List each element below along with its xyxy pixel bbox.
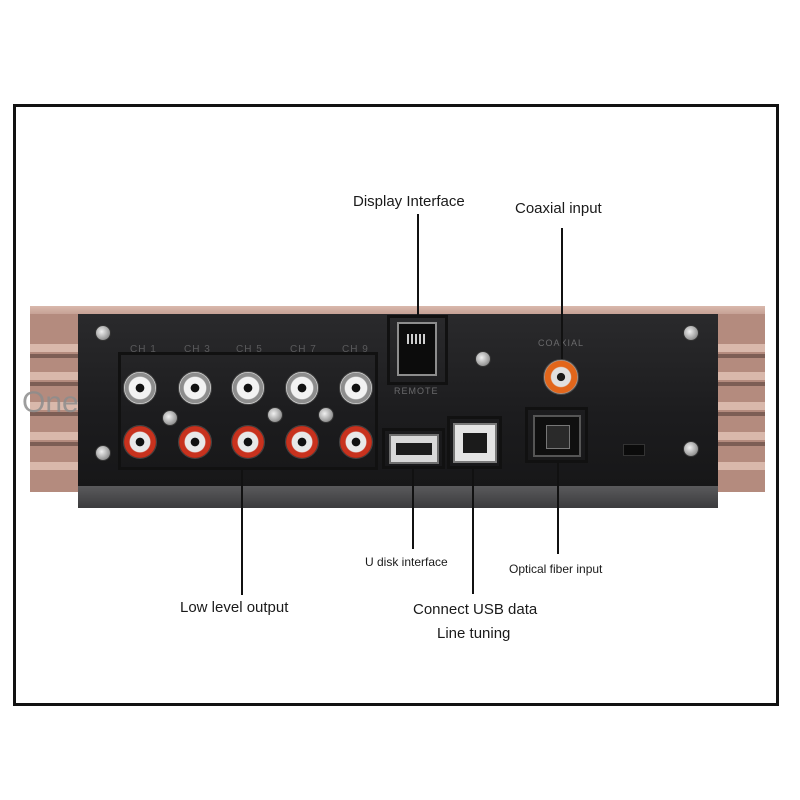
channel-label: CH 9	[342, 344, 369, 355]
usb-b-port[interactable]	[453, 423, 497, 463]
channel-label: CH 5	[236, 344, 263, 355]
connect-usb-data-label: Connect USB data	[413, 601, 538, 618]
heatsink-fin	[713, 402, 765, 410]
heatsink-fin	[713, 344, 765, 352]
small-switch[interactable]	[623, 444, 645, 456]
u-disk-interface-label: U disk interface	[365, 555, 448, 569]
rca-jack-red[interactable]	[231, 425, 265, 459]
rca-jack-red[interactable]	[178, 425, 212, 459]
channel-label: CH 7	[290, 344, 317, 355]
rca-jack-white[interactable]	[178, 371, 212, 405]
optical-input-port[interactable]	[533, 415, 581, 457]
low-level-output-leader	[241, 470, 243, 595]
heatsink-fin	[713, 462, 765, 470]
screw-icon	[95, 445, 111, 461]
heatsink-fin	[713, 412, 765, 416]
line-tuning-label: Line tuning	[437, 625, 511, 642]
watermark-text: One	[22, 386, 79, 419]
display-interface-port[interactable]	[397, 322, 437, 376]
heatsink-fin	[713, 382, 765, 386]
heatsink-fin	[713, 442, 765, 446]
right-heatsink	[713, 314, 765, 492]
heatsink-fin	[713, 432, 765, 440]
heatsink-fin	[30, 412, 82, 416]
usb-data-highlight	[447, 416, 502, 469]
rca-jack-white[interactable]	[285, 371, 319, 405]
coaxial-silk-label: COAXIAL	[538, 338, 584, 348]
display-interface-label: Display Interface	[353, 193, 465, 210]
heatsink-fin	[30, 344, 82, 352]
remote-silk-label: REMOTE	[394, 386, 439, 396]
screw-icon	[683, 325, 699, 341]
heatsink-fin	[30, 432, 82, 440]
coaxial-input-label: Coaxial input	[515, 200, 602, 217]
heatsink-fin	[30, 462, 82, 470]
usb-a-slot	[396, 443, 432, 455]
usb-b-slot	[463, 433, 487, 453]
rca-jack-red[interactable]	[285, 425, 319, 459]
display-interface-highlight	[387, 315, 448, 385]
u-disk-leader	[412, 469, 414, 549]
coaxial-input-jack[interactable]	[543, 359, 579, 395]
rca-jack-red[interactable]	[123, 425, 157, 459]
rca-jack-white[interactable]	[231, 371, 265, 405]
heatsink-fin	[30, 442, 82, 446]
rca-jack-red[interactable]	[339, 425, 373, 459]
optical-shutter	[546, 425, 570, 449]
screw-icon	[162, 410, 178, 426]
u-disk-highlight	[382, 428, 445, 469]
screw-icon	[683, 441, 699, 457]
rj-pins	[407, 334, 427, 344]
left-heatsink	[30, 314, 82, 492]
usb-a-port[interactable]	[389, 434, 439, 464]
optical-leader	[557, 463, 559, 554]
screw-icon	[475, 351, 491, 367]
channel-label: CH 3	[184, 344, 211, 355]
channel-label: CH 1	[130, 344, 157, 355]
display-interface-leader	[417, 214, 419, 315]
chassis-bottom-edge	[78, 486, 718, 508]
heatsink-fin	[30, 372, 82, 380]
screw-icon	[267, 407, 283, 423]
low-level-output-label: Low level output	[180, 599, 289, 616]
coaxial-leader	[561, 228, 563, 359]
rca-jack-white[interactable]	[123, 371, 157, 405]
heatsink-fin	[30, 382, 82, 386]
usb-data-leader	[472, 469, 474, 594]
heatsink-fin	[713, 354, 765, 358]
low-level-output-highlight	[118, 352, 378, 470]
screw-icon	[95, 325, 111, 341]
heatsink-fin	[30, 402, 82, 410]
optical-highlight	[525, 407, 588, 463]
heatsink-fin	[713, 372, 765, 380]
heatsink-fin	[30, 354, 82, 358]
optical-fiber-input-label: Optical fiber input	[509, 562, 603, 576]
screw-icon	[318, 407, 334, 423]
rca-jack-white[interactable]	[339, 371, 373, 405]
